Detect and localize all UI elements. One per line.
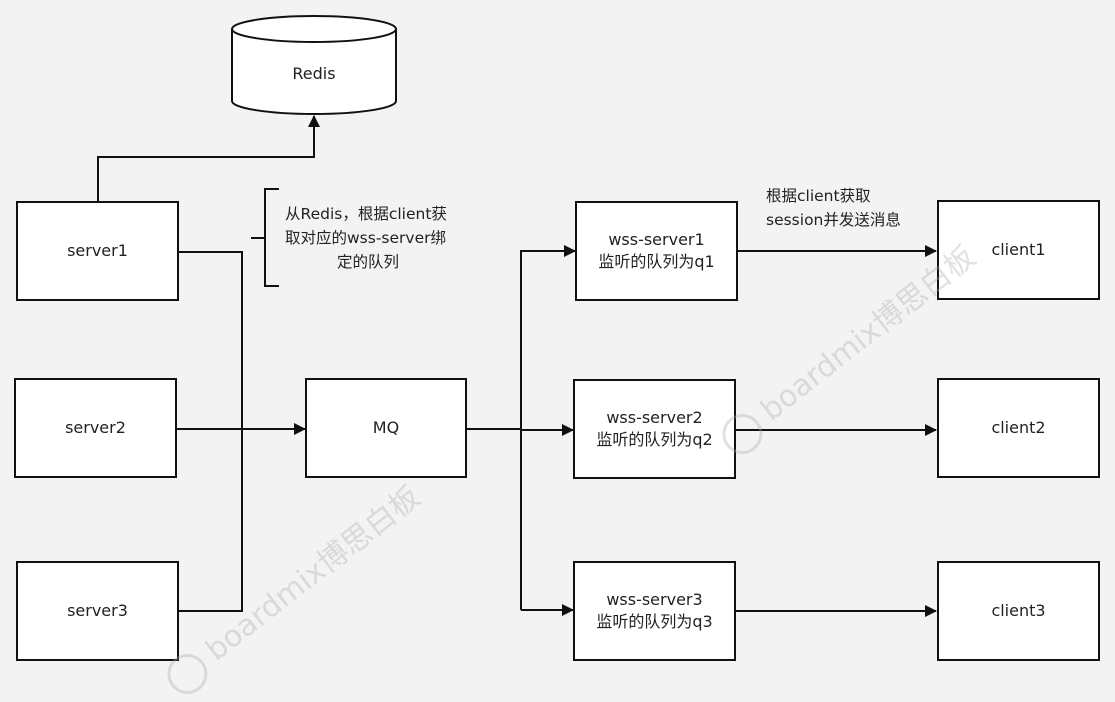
session-push-line2: session并发送消息 xyxy=(766,211,901,229)
redis-label: Redis xyxy=(292,64,336,83)
redis-lookup-line3: 定的队列 xyxy=(337,253,400,271)
redis-cylinder xyxy=(231,15,397,115)
connector-server3-bus xyxy=(179,430,243,612)
wss-server2-name: wss-server2 xyxy=(606,408,703,427)
mq-node[interactable]: MQ xyxy=(305,378,467,478)
client2-node[interactable]: client2 xyxy=(937,378,1100,478)
server1-label: server1 xyxy=(67,241,128,260)
connector-server1-redis xyxy=(97,115,320,202)
server1-node[interactable]: server1 xyxy=(16,201,179,301)
client1-label: client1 xyxy=(991,240,1046,259)
wss-server1-queue: 监听的队列为q1 xyxy=(598,252,715,271)
connector-server1-bus xyxy=(179,251,243,430)
redis-lookup-annotation: 从Redis，根据client获 取对应的wss-server绑 定的队列 xyxy=(285,202,485,274)
diagram-canvas: Redis server1 server2 server3 MQ wss-ser… xyxy=(14,15,1100,702)
wss-server3-queue: 监听的队列为q3 xyxy=(596,612,713,631)
session-push-line1: 根据client获取 xyxy=(766,187,871,205)
wss-server1-name: wss-server1 xyxy=(608,230,705,249)
wss-server1-node[interactable]: wss-server1 监听的队列为q1 xyxy=(575,201,738,301)
server2-node[interactable]: server2 xyxy=(14,378,177,478)
mq-label: MQ xyxy=(372,418,400,437)
wss-server3-name: wss-server3 xyxy=(606,590,703,609)
redis-lookup-line1: 从Redis，根据client获 xyxy=(285,205,447,223)
redis-lookup-line2: 取对应的wss-server绑 xyxy=(285,229,446,247)
annotation-bracket xyxy=(264,188,279,287)
wss-server2-node[interactable]: wss-server2 监听的队列为q2 xyxy=(573,379,736,479)
client3-label: client3 xyxy=(991,601,1046,620)
connector-layer xyxy=(97,15,937,617)
server3-label: server3 xyxy=(67,601,128,620)
server2-label: server2 xyxy=(65,418,126,437)
session-push-annotation: 根据client获取 session并发送消息 xyxy=(766,184,936,232)
connector-mq-wss1 xyxy=(520,245,576,610)
server3-node[interactable]: server3 xyxy=(16,561,179,661)
client1-node[interactable]: client1 xyxy=(937,200,1100,300)
wss-server2-queue: 监听的队列为q2 xyxy=(596,430,713,449)
client2-label: client2 xyxy=(991,418,1046,437)
wss-server3-node[interactable]: wss-server3 监听的队列为q3 xyxy=(573,561,736,661)
client3-node[interactable]: client3 xyxy=(937,561,1100,661)
